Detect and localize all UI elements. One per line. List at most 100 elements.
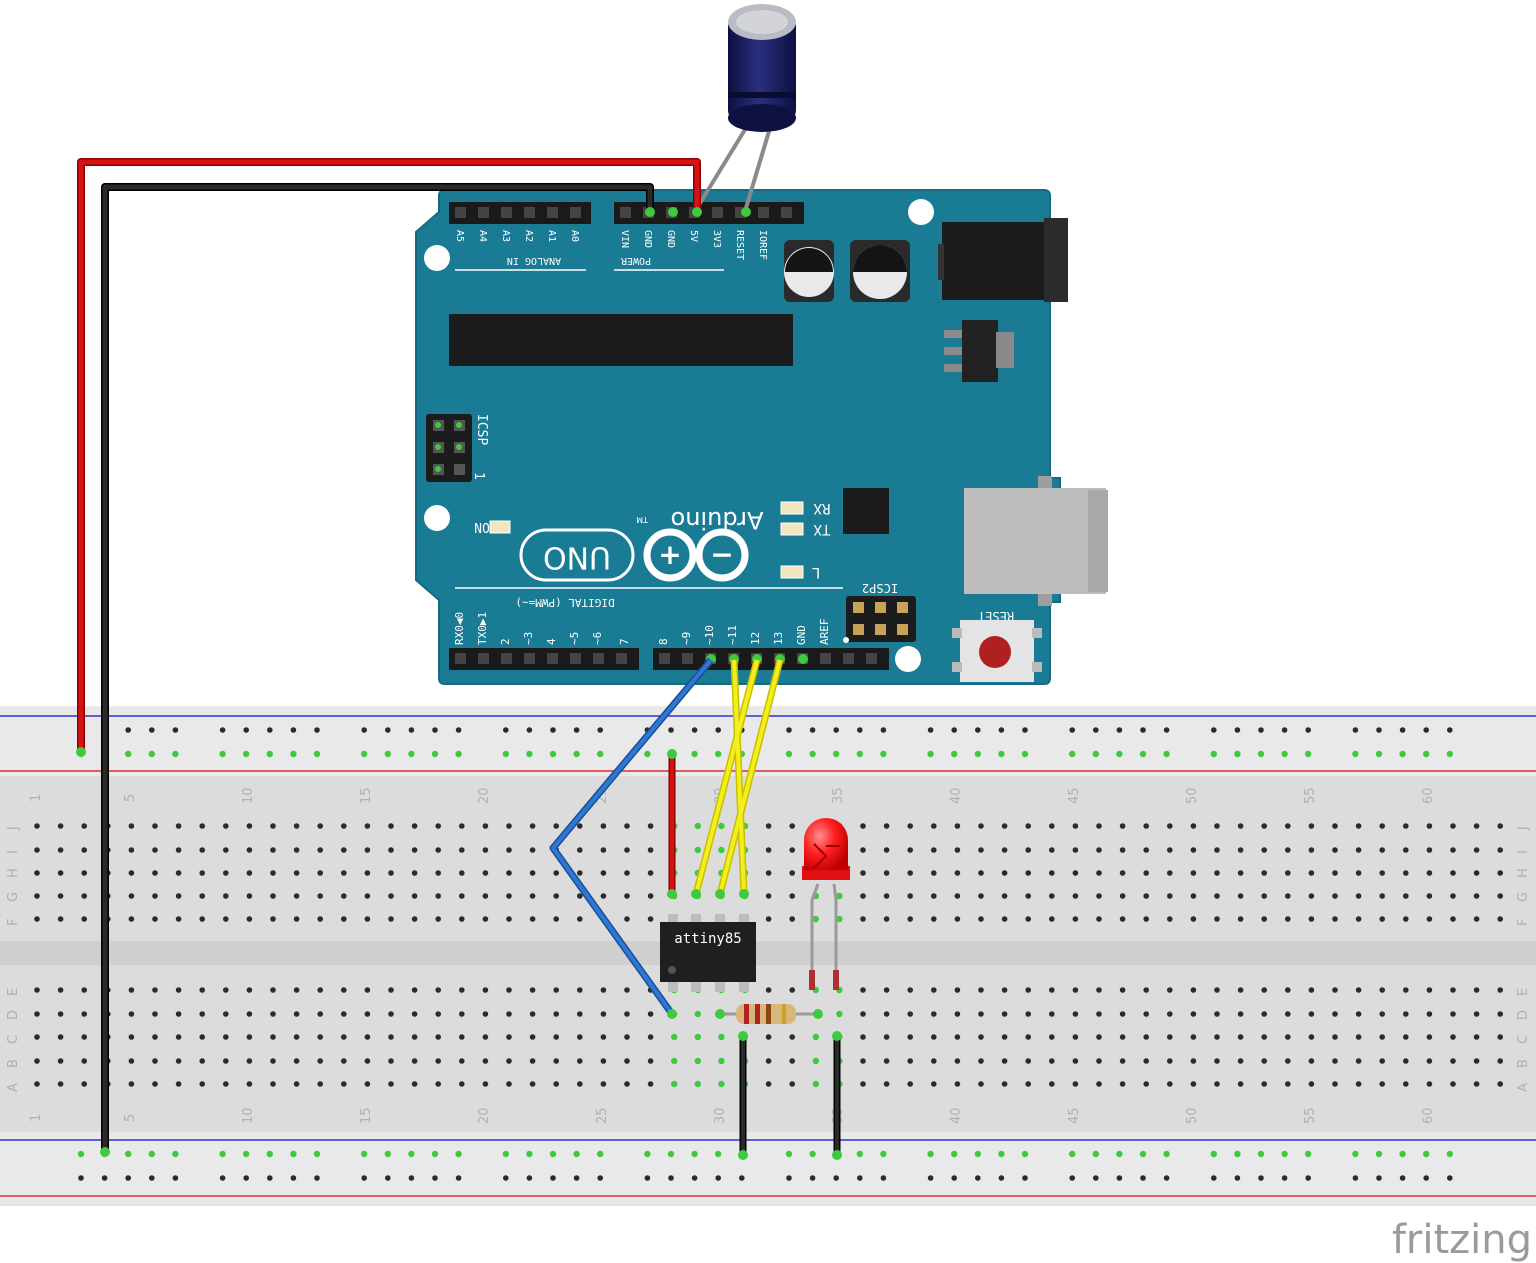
row-letter: A bbox=[6, 1083, 21, 1092]
chip-pin bbox=[715, 980, 725, 992]
breadboard-hole bbox=[951, 1150, 958, 1158]
breadboard-hole bbox=[549, 750, 557, 758]
breadboard-hole bbox=[506, 1011, 512, 1017]
pin-label: ~5 bbox=[568, 632, 581, 645]
reset-button[interactable] bbox=[952, 620, 1042, 682]
breadboard-hole bbox=[1001, 870, 1008, 876]
col-num: 30 bbox=[713, 1107, 728, 1124]
breadboard-hole bbox=[293, 870, 300, 876]
breadboard-hole bbox=[553, 1034, 559, 1040]
breadboard-hole bbox=[1355, 916, 1362, 922]
breadboard-hole bbox=[1167, 1081, 1173, 1087]
breadboard-hole bbox=[459, 847, 465, 853]
led-dome bbox=[804, 818, 848, 870]
breadboard-hole bbox=[1025, 1058, 1031, 1064]
breadboard-hole bbox=[219, 1150, 226, 1158]
breadboard-hole bbox=[1096, 893, 1102, 899]
row-letter: B bbox=[1516, 1059, 1531, 1068]
breadboard-hole bbox=[789, 893, 795, 899]
reset-cap[interactable] bbox=[979, 636, 1011, 668]
pin-label: 2 bbox=[499, 638, 512, 645]
breadboard-hole bbox=[128, 1058, 135, 1064]
breadboard-hole bbox=[765, 870, 772, 876]
breadboard-hole bbox=[77, 1150, 85, 1158]
breadboard-hole bbox=[435, 987, 442, 993]
breadboard-hole bbox=[199, 893, 205, 899]
breadboard-hole bbox=[860, 1011, 866, 1017]
breadboard-hole bbox=[341, 823, 347, 829]
breadboard-hole bbox=[1332, 893, 1338, 899]
breadboard-hole bbox=[152, 823, 158, 829]
breadboard-hole bbox=[314, 727, 320, 733]
breadboard-hole bbox=[199, 870, 205, 876]
breadboard-hole bbox=[101, 1175, 108, 1181]
breadboard-hole bbox=[1355, 1011, 1362, 1017]
breadboard-hole bbox=[223, 1058, 229, 1064]
breadboard-hole bbox=[1049, 916, 1055, 922]
breadboard-hole bbox=[149, 1175, 155, 1181]
breadboard-hole bbox=[1237, 823, 1244, 829]
col-num: 35 bbox=[831, 787, 846, 804]
row-letter: D bbox=[1516, 1010, 1531, 1020]
breadboard-hole bbox=[361, 1150, 368, 1158]
breadboard-hole bbox=[978, 893, 984, 899]
board-capacitor bbox=[850, 240, 910, 302]
wire-black-gnd bbox=[102, 184, 653, 1152]
wire-end bbox=[741, 207, 751, 217]
breadboard-hole bbox=[1257, 1150, 1265, 1158]
breadboard-hole bbox=[1257, 750, 1265, 758]
pin-label: ~6 bbox=[591, 632, 604, 645]
header-pin bbox=[616, 653, 627, 664]
pin-label: 4 bbox=[545, 638, 558, 645]
breadboard-hole bbox=[1119, 1011, 1126, 1017]
breadboard-hole bbox=[341, 916, 347, 922]
reset-leg bbox=[1032, 662, 1042, 672]
breadboard-hole bbox=[128, 847, 135, 853]
wire-blue-pin10 bbox=[551, 658, 713, 1016]
breadboard-hole bbox=[1143, 987, 1149, 993]
breadboard-hole bbox=[931, 1081, 937, 1087]
breadboard-hole bbox=[1355, 823, 1362, 829]
breadboard-hole bbox=[246, 893, 253, 899]
breadboard-hole bbox=[455, 1150, 462, 1158]
breadboard-hole bbox=[1308, 847, 1315, 853]
breadboard-hole bbox=[459, 1081, 465, 1087]
breadboard-hole bbox=[647, 1058, 654, 1064]
breadboard-hole bbox=[931, 987, 937, 993]
breadboard-hole bbox=[1119, 823, 1126, 829]
breadboard-hole bbox=[883, 1058, 890, 1064]
breadboard-hole bbox=[1116, 727, 1123, 733]
breadboard-hole bbox=[78, 1175, 84, 1181]
col-num: 50 bbox=[1185, 1107, 1200, 1124]
wires bbox=[77, 158, 841, 1155]
breadboard-hole bbox=[1308, 1011, 1315, 1017]
breadboard-hole bbox=[765, 1058, 772, 1064]
wire-red-5v bbox=[78, 159, 700, 752]
pin-label: 8 bbox=[657, 638, 670, 645]
breadboard-hole bbox=[1285, 1011, 1291, 1017]
breadboard-hole bbox=[81, 870, 87, 876]
cap-lead bbox=[744, 127, 772, 209]
breadboard-hole bbox=[671, 1057, 678, 1065]
breadboard-hole bbox=[789, 823, 795, 829]
breadboard-hole bbox=[506, 870, 512, 876]
breadboard-hole bbox=[270, 870, 276, 876]
breadboard-hole bbox=[1096, 987, 1102, 993]
breadboard-hole bbox=[691, 727, 698, 733]
icsp-housing bbox=[426, 414, 472, 482]
breadboard-hole bbox=[1119, 847, 1126, 853]
col-num: 55 bbox=[1303, 1107, 1318, 1124]
icsp2-label: ICSP2 bbox=[862, 581, 898, 595]
breadboard-hole bbox=[812, 1033, 819, 1041]
breadboard-hole bbox=[199, 1034, 205, 1040]
breadboard-hole bbox=[1497, 916, 1503, 922]
breadboard-hole bbox=[1403, 1011, 1409, 1017]
connection-dot bbox=[738, 1031, 748, 1041]
breadboard-hole bbox=[57, 870, 64, 876]
breadboard-hole bbox=[880, 1150, 887, 1158]
breadboard-hole bbox=[149, 727, 155, 733]
breadboard-hole bbox=[1403, 1034, 1409, 1040]
breadboard-hole bbox=[482, 1081, 489, 1087]
usb-body bbox=[964, 488, 1106, 594]
breadboard-hole bbox=[81, 1011, 87, 1017]
